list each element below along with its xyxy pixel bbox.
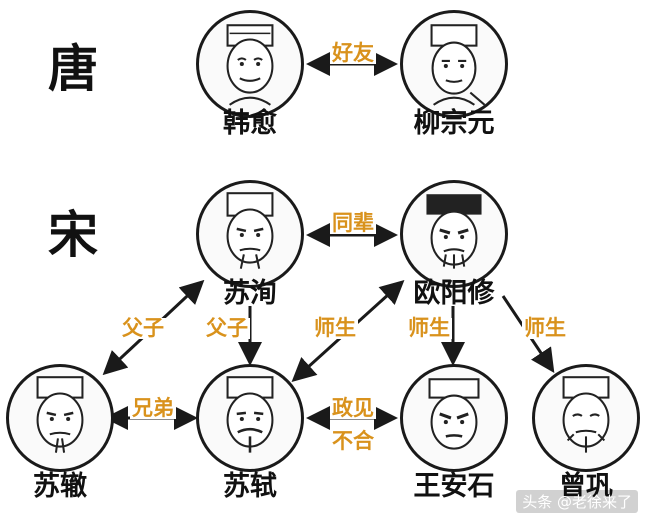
portrait-zeng-gong	[532, 364, 640, 472]
name-su-xun: 苏洵	[223, 278, 277, 309]
portrait-su-shi	[196, 364, 304, 472]
relation-label-politics-line2: 不合	[330, 429, 376, 453]
relation-label-peer: 同辈	[330, 211, 376, 235]
source-watermark: 头条 @老徐来了	[516, 490, 638, 513]
name-liu-zongyuan: 柳宗元	[413, 108, 495, 139]
scholar-face-icon	[562, 376, 610, 453]
portrait-han-yu	[196, 10, 304, 118]
relation-label-brothers: 兄弟	[130, 396, 176, 420]
relation-label-teacher-student-2: 师生	[406, 316, 452, 340]
dynasty-label-song: 宋	[48, 206, 98, 264]
scholar-face-icon	[430, 24, 486, 106]
portrait-wang-anshi	[400, 364, 508, 472]
scholar-face-icon	[426, 194, 482, 269]
name-ouyang-xiu: 欧阳修	[413, 278, 495, 309]
portrait-su-zhe	[6, 364, 114, 472]
relation-label-teacher-student-1: 师生	[312, 316, 358, 340]
name-wang-anshi: 王安石	[413, 471, 495, 502]
scholar-face-icon	[226, 192, 274, 269]
portrait-liu-zongyuan	[400, 10, 508, 118]
scholar-face-icon	[226, 376, 274, 453]
portrait-su-xun	[196, 180, 304, 288]
relation-label-father-son-left: 父子	[120, 316, 166, 340]
relation-label-father-son-right: 父子	[204, 316, 250, 340]
dynasty-label-tang: 唐	[48, 40, 98, 98]
portrait-ouyang-xiu	[400, 180, 508, 288]
scholar-face-icon	[36, 376, 84, 453]
name-su-shi: 苏轼	[223, 471, 277, 502]
scholar-face-icon	[428, 378, 480, 450]
relation-label-politics-line1: 政见	[330, 396, 376, 420]
name-zeng-gong: 曾巩	[559, 471, 613, 502]
relation-label-friend: 好友	[330, 41, 376, 65]
name-han-yu: 韩愈	[223, 108, 277, 139]
name-su-zhe: 苏辙	[33, 471, 87, 502]
scholar-face-icon	[226, 24, 274, 106]
relation-label-teacher-student-3: 师生	[522, 316, 568, 340]
